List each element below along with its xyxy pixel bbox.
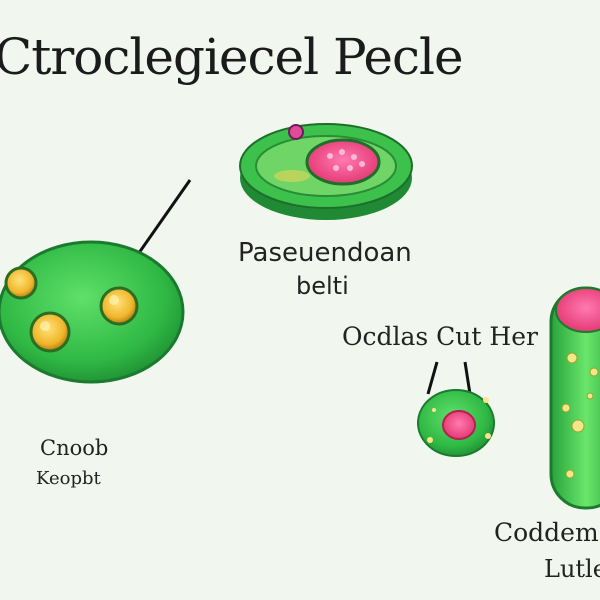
round-cell-label-line2: Keopbt [36, 468, 101, 489]
elongated-cell [549, 286, 600, 510]
round-cell-label-line1: Cnoob [40, 436, 109, 460]
diagram-title: Ctroclegiecel Pecle [0, 28, 464, 86]
petri-cell-nucleus [305, 138, 381, 186]
organelle-2 [99, 286, 139, 326]
elongated-cell-label-line1: Coddem [494, 518, 599, 547]
elongated-cell-label-line2: Lutle [544, 555, 600, 583]
round-cell [0, 240, 185, 384]
small-cell-nucleus [442, 410, 476, 440]
pointer-line [132, 179, 192, 261]
petri-cell-label-line1: Paseuendoan [238, 238, 412, 268]
small-cell [417, 361, 495, 457]
organelle-3 [29, 311, 71, 353]
petri-cell-label-line2: belti [296, 272, 349, 300]
petri-cell [239, 123, 413, 220]
small-cell-heading: Ocdlas Cut Her [342, 322, 538, 351]
organelle-1 [4, 266, 38, 300]
elongated-cell-nucleus [555, 287, 600, 333]
round-cell-body [0, 240, 185, 384]
petri-cell-vesicle [288, 124, 304, 140]
